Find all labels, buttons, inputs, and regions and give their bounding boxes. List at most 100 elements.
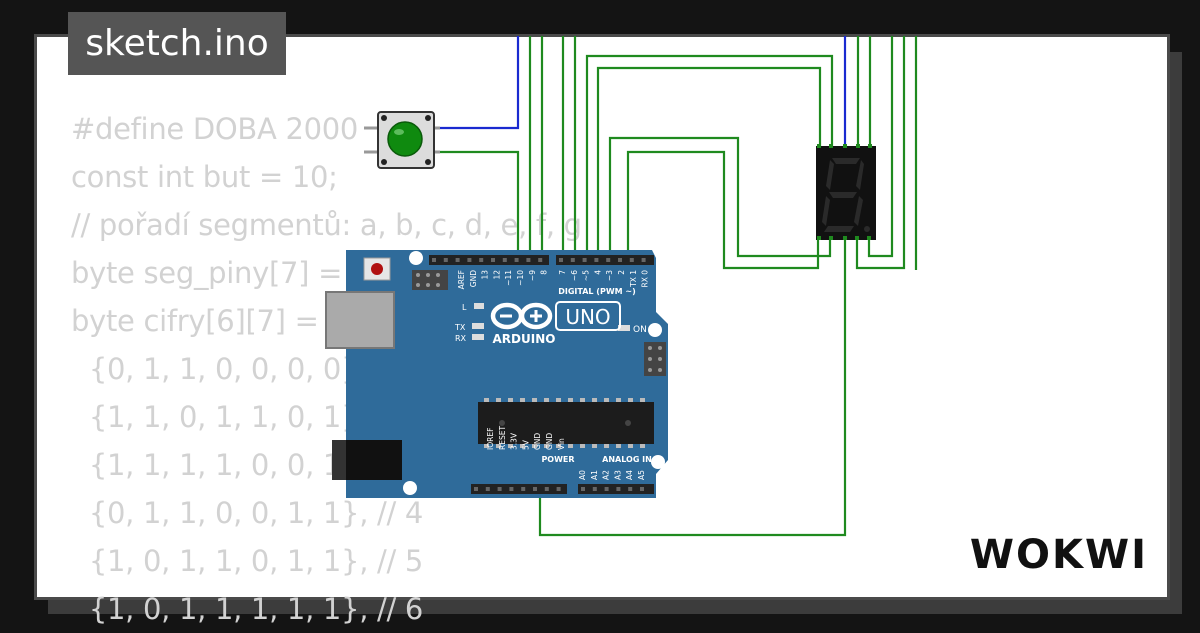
chip-pin xyxy=(592,444,597,448)
wire-gnd xyxy=(538,238,847,537)
chip-pin xyxy=(532,398,537,402)
on-label: ON xyxy=(633,325,647,335)
pin-label: TX 1 xyxy=(629,270,638,288)
arduino-uno-board: UNO ARDUINO DIGITAL (PWM ~) POWER ANALOG… xyxy=(325,250,668,498)
code-line: {1, 0, 1, 1, 1, 1, 1}, // 6 xyxy=(71,592,424,626)
header-pin xyxy=(629,258,634,262)
l-label: L xyxy=(462,303,467,312)
wire-pin-4 xyxy=(596,66,822,258)
pin-label: A3 xyxy=(613,470,622,480)
push-button[interactable] xyxy=(364,111,440,169)
header-pin xyxy=(538,258,543,262)
header-pin xyxy=(474,487,478,491)
board-model-label: UNO xyxy=(565,305,610,329)
pin-label: A2 xyxy=(602,470,611,480)
header-top-right xyxy=(556,255,654,265)
pin-label: ~3 xyxy=(605,270,614,281)
analog-label: ANALOG IN xyxy=(602,455,652,464)
chip-pin xyxy=(556,444,561,448)
code-line: byte seg_piny[7] = { xyxy=(71,256,370,290)
pin-label: IOREF xyxy=(486,428,495,450)
tx-label: TX xyxy=(454,323,466,332)
header-pin xyxy=(526,258,531,262)
chip-pin xyxy=(592,398,597,402)
pin-label: 4 xyxy=(593,270,602,275)
chip-pin xyxy=(640,398,645,402)
board-brand-label: ARDUINO xyxy=(493,332,556,346)
pin-label: 5V xyxy=(521,439,530,450)
wire-button-pin xyxy=(432,150,520,258)
header-pin xyxy=(606,258,611,262)
header-pin xyxy=(432,258,436,262)
header-top-left xyxy=(429,255,549,265)
pin-label: 13 xyxy=(481,270,490,280)
header-pin xyxy=(581,487,585,491)
header-pin xyxy=(582,258,587,262)
chip-pin xyxy=(580,398,585,402)
header-pin xyxy=(570,258,575,262)
wire-button-blue xyxy=(432,36,520,130)
pin-label: RX 0 xyxy=(641,270,650,288)
pin-label: GND xyxy=(469,270,478,287)
wire-pin-5 xyxy=(585,54,834,258)
header-pin xyxy=(479,258,484,262)
code-line: #define DOBA 2000 xyxy=(71,112,359,146)
header-pin xyxy=(592,487,597,491)
chip-pin xyxy=(496,398,501,402)
chip-pin xyxy=(544,444,549,448)
pin-label: Vin xyxy=(557,438,566,450)
header-pin xyxy=(455,258,460,262)
header-pin xyxy=(628,487,633,491)
code-line: const int but = 10; xyxy=(71,160,338,194)
chip-pin xyxy=(628,398,633,402)
pin-label: 2 xyxy=(617,270,626,275)
wire-display-bottom-1 xyxy=(855,36,906,270)
pin-label: ~5 xyxy=(582,270,591,281)
digital-label: DIGITAL (PWM ~) xyxy=(558,287,636,296)
rx-label: RX xyxy=(455,334,467,343)
header-pin xyxy=(641,258,646,262)
header-analog xyxy=(578,484,654,494)
pin-label: ~6 xyxy=(570,270,579,281)
header-pin xyxy=(594,258,599,262)
header-pin xyxy=(509,487,514,491)
chip-pin xyxy=(556,398,561,402)
chip-pin xyxy=(580,444,585,448)
chip-pin xyxy=(640,444,645,448)
header-pin xyxy=(497,487,502,491)
code-line: byte cifry[6][7] = { xyxy=(71,304,346,338)
code-line: {0, 1, 1, 0, 0, 1, 1}, // 4 xyxy=(71,496,424,530)
header-pin xyxy=(618,258,622,262)
chip-pin xyxy=(628,444,633,448)
pin-label: A5 xyxy=(637,470,646,480)
header-pin xyxy=(544,487,549,491)
pin-label: GND xyxy=(545,433,554,450)
pin-label: ~9 xyxy=(528,270,537,281)
power-label: POWER xyxy=(541,455,574,464)
pin-label: 8 xyxy=(540,270,549,275)
seven-segment-display xyxy=(816,144,876,240)
chip-pin xyxy=(568,444,573,448)
pin-label: A0 xyxy=(578,470,587,480)
wokwi-logo: WOKWI xyxy=(969,532,1148,578)
header-pin xyxy=(491,258,495,262)
pin-label: RESET xyxy=(498,426,507,450)
header-pin xyxy=(485,487,490,491)
chip-pin xyxy=(520,398,525,402)
header-pin xyxy=(533,487,537,491)
chip-pin xyxy=(508,398,513,402)
chip-pin xyxy=(520,444,525,448)
code-line: // pořadí segmentů: a, b, c, d, e, f, g xyxy=(71,208,582,242)
header-pin xyxy=(467,258,472,262)
chip-pin xyxy=(616,444,621,448)
header-pin xyxy=(559,258,563,262)
pin-label: ~10 xyxy=(516,270,525,286)
pin-label: ~11 xyxy=(504,270,513,286)
pin-label: 12 xyxy=(492,270,501,280)
wire-display-bottom-2 xyxy=(867,36,894,258)
wire-pin-3 xyxy=(608,136,832,258)
pin-label: A4 xyxy=(625,470,634,480)
chip-pin xyxy=(532,444,537,448)
chip-pin xyxy=(508,444,513,448)
